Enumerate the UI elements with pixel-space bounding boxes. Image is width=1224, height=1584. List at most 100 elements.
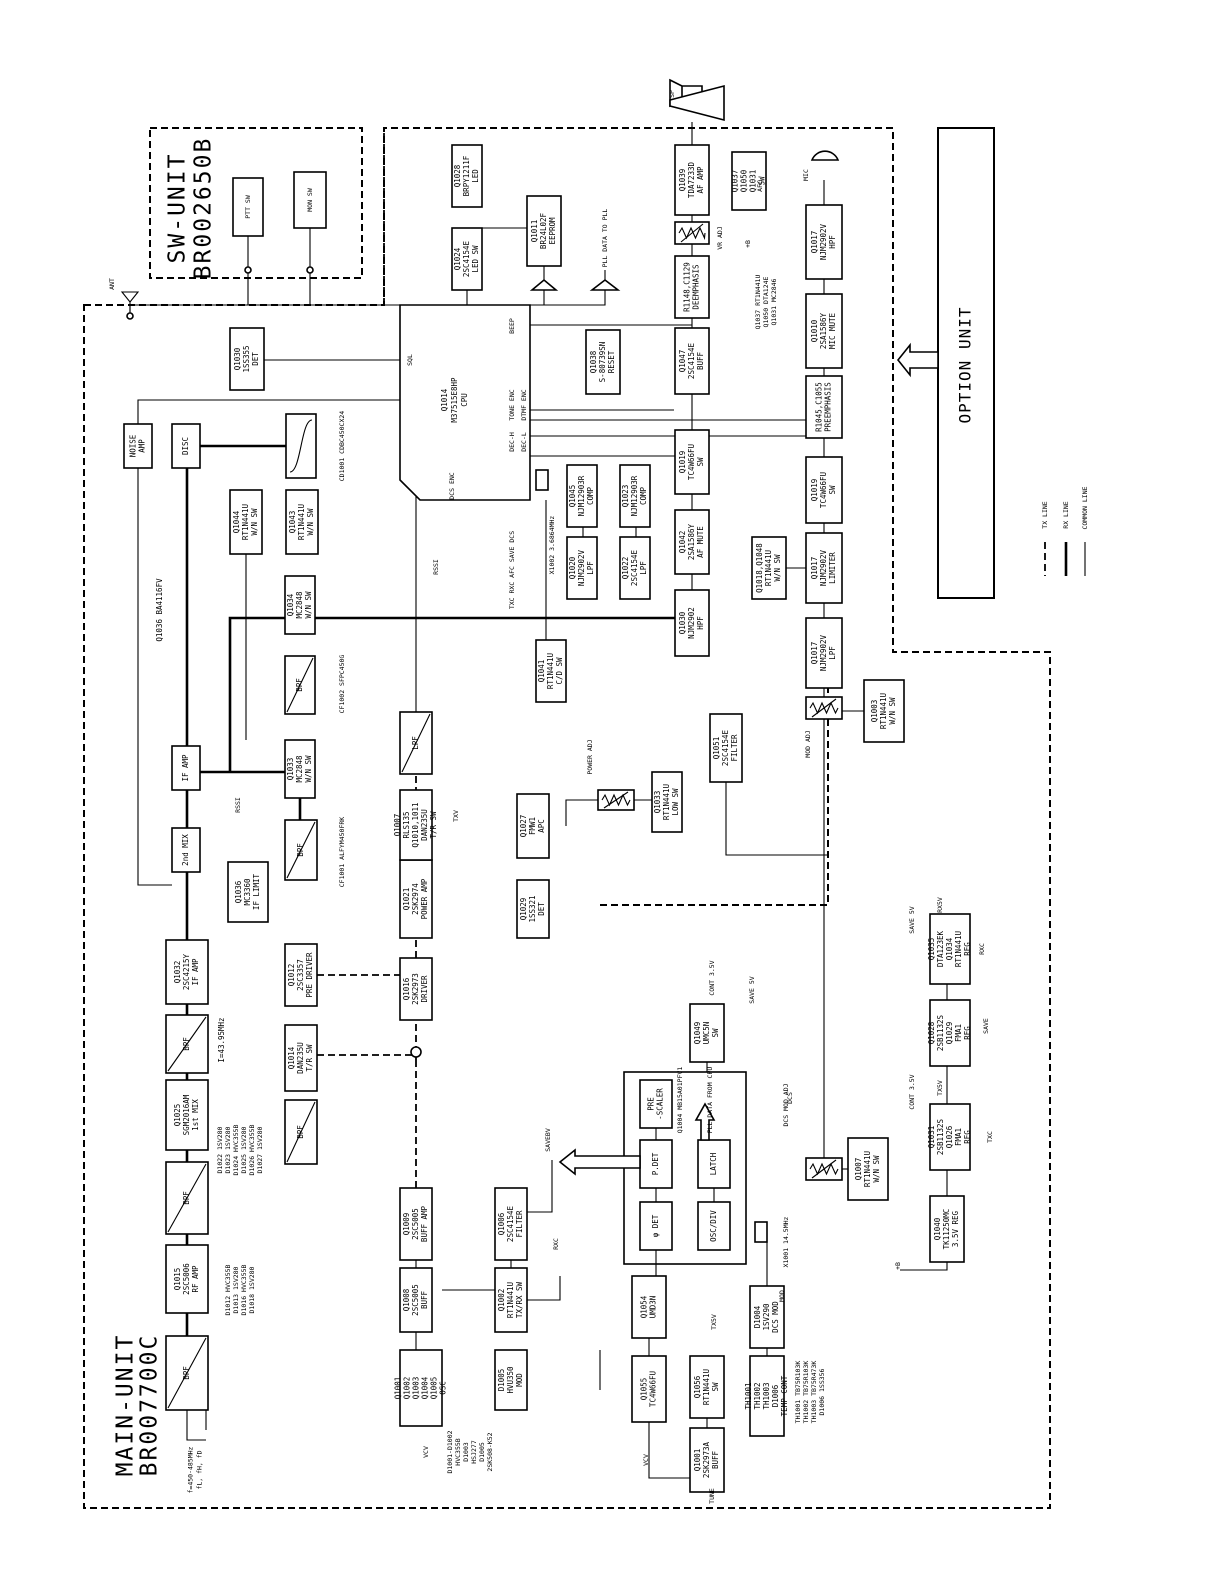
q1029-line-0: Q1029: [519, 898, 528, 921]
bpf2-line-0: BPF: [182, 1191, 191, 1205]
rxc-label: RXC: [978, 943, 986, 955]
q1025-line-0: Q1025: [173, 1104, 182, 1127]
vco-line-4: Q1005: [430, 1377, 439, 1400]
cf1001-filter-mark: [286, 821, 316, 879]
q1010mute-line-2: MIC MUTE: [828, 312, 837, 349]
tcxo-block: [749, 1355, 785, 1437]
q1011eeprom-line-1: BR24L02F: [539, 212, 548, 249]
pdet-line-0: P.DET: [651, 1152, 660, 1175]
lpf_ant-filter-mark: [401, 713, 431, 773]
q1034-block: [284, 575, 316, 635]
dec-h-label: DEC-H: [508, 432, 516, 452]
q1007-line-1: RLS135: [402, 811, 411, 838]
rf-diode-notes-line-3: D1018 1SV280: [248, 1266, 256, 1313]
dcs-label: DCS: [786, 1092, 794, 1104]
rxc2-label: RXC: [552, 1238, 560, 1250]
q1036-line-2: IF LIMIT: [252, 873, 261, 910]
d1005-line-2: MOD: [515, 1373, 524, 1387]
q1051-line-2: FILTER: [730, 734, 739, 762]
cont35-label: CONT 3.5V: [708, 960, 716, 995]
sw-unit-title: SW-UNIT: [165, 153, 191, 264]
q1033low-line-2: LOW SW: [671, 788, 680, 816]
vco-part-notes-line-4: D1005: [478, 1442, 486, 1462]
ifamp-block: [171, 745, 201, 791]
q1035reg-line-2: Q1034: [945, 937, 954, 960]
q1007-block: [399, 789, 433, 861]
q1019-line-1: TC4W66FU: [687, 444, 696, 480]
pll-crystal-note: X1001 14.5MHz: [782, 1216, 790, 1267]
latch-block: [697, 1139, 731, 1189]
save5-label: SAVE 5V: [748, 976, 756, 1003]
q1042-block: [674, 509, 710, 575]
d1004-block: [749, 1285, 785, 1349]
q1051-line-0: Q1051: [712, 737, 721, 760]
q1030hpf-line-2: HPF: [696, 616, 705, 630]
q1011eeprom-line-0: Q1011: [530, 220, 539, 243]
q1032-line-1: 2SC4215Y: [182, 953, 191, 990]
q1028reg-block: [929, 999, 971, 1067]
disc-block: [171, 423, 201, 469]
txc-label: TXC: [986, 1131, 994, 1143]
q1040-line-1: TK11250MC: [942, 1209, 951, 1250]
q1007ws-line-1: RT1N441U: [863, 1151, 872, 1187]
q1041-line-0: Q1041: [537, 660, 546, 683]
q1021-line-1: 2SK2974: [411, 883, 420, 915]
q1031reg-line-0: Q1031: [927, 1126, 936, 1149]
ptt-switch: [232, 177, 264, 237]
bpf_tx-filter-mark: [286, 1101, 316, 1163]
q1019-block: [674, 429, 710, 495]
q1021-line-2: POWER AMP: [420, 878, 429, 919]
q1010mute-line-0: Q1010: [810, 319, 819, 342]
q1017lim-block: [805, 532, 843, 604]
q1007-line-3: DAN235U: [420, 809, 429, 841]
q1015-line-0: Q1015: [173, 1268, 182, 1291]
q1001buf-block: [689, 1427, 725, 1493]
q1041-line-2: C/D SW: [555, 657, 564, 685]
noise-line-0: NOISE: [129, 434, 138, 457]
q1054-line-1: UMD3N: [649, 1296, 658, 1319]
vco-block: [399, 1349, 443, 1427]
q1045-line-2: COMP: [586, 486, 595, 505]
tone-label: TONE ENC: [508, 389, 516, 420]
bpf_xf-line-0: BPF: [182, 1037, 191, 1051]
q1019b-line-1: TC4W66FU: [819, 472, 828, 508]
q1008-line-0: Q1008: [402, 1288, 411, 1311]
mix-diode-notes-line-3: D1025 1SV280: [240, 1126, 248, 1173]
mix-diode-notes-line-2: D1024 HVC355B: [232, 1124, 240, 1175]
q1039-line-1: TDA7233D: [687, 161, 696, 198]
q1016-line-0: Q1016: [402, 977, 411, 1000]
cf1002-line-0: BPF: [295, 678, 304, 692]
q1045-block: [566, 464, 598, 528]
cpu-line-0: Q1014: [440, 388, 449, 411]
cpu-in-label: TXC RXC AFC SAVE DCS: [508, 531, 516, 609]
ifamp-line-0: IF AMP: [181, 754, 190, 782]
power-adj-label: POWER ADJ: [586, 739, 594, 774]
q1036-block: [227, 861, 269, 923]
tx-rx-junction: [410, 1046, 422, 1058]
q1040-line-2: 3.5V REG: [951, 1210, 960, 1247]
latch-arrow-icon: [558, 1148, 641, 1176]
cd1001-note: CD1001 CDBC450CX24: [338, 411, 346, 482]
q1030det-block: [229, 327, 265, 391]
cpu-crystal-note: X1002 3.6864MHz: [548, 516, 556, 575]
afc-label: AFC: [756, 180, 764, 192]
tcxo-line-4: TEMP CONT: [780, 1375, 789, 1416]
q1023-line-1: NJM12903R: [630, 475, 639, 516]
q1003-line-0: Q1003: [870, 700, 879, 723]
q1033-line-2: W/N SW: [304, 755, 313, 783]
q1054-block: [631, 1275, 667, 1339]
q1024led-line-1: 2SC4154E: [462, 240, 471, 277]
osc_div-line-0: OSC/DIV: [709, 1210, 718, 1242]
q1025-block: [165, 1079, 209, 1151]
q1024led-line-2: LED SW: [471, 245, 480, 273]
vco-part-notes-line-5: 2SK508-K52: [486, 1432, 494, 1471]
option-unit-title: OPTION UNIT: [956, 307, 975, 424]
q1044-block: [229, 489, 263, 555]
q1032-line-0: Q1032: [173, 961, 182, 984]
q1033-line-0: Q1033: [286, 758, 295, 781]
q1014-block: [284, 1024, 318, 1092]
sql-label: SQL: [406, 354, 414, 366]
q1045-line-0: Q1045: [568, 485, 577, 508]
save-label: SAVE: [982, 1018, 990, 1034]
